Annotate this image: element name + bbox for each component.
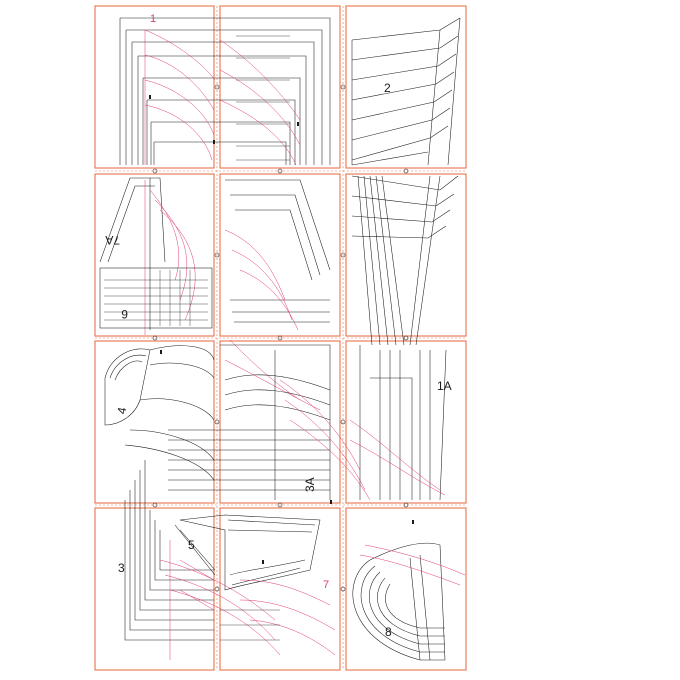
notch-marks xyxy=(149,95,414,564)
pattern-piece-6: 6 xyxy=(99,267,213,329)
piece-label-7a: 7A xyxy=(105,233,120,247)
tile-r4c3 xyxy=(345,507,467,671)
pattern-piece-7: 7 xyxy=(159,559,336,656)
pattern-piece-1: 1 xyxy=(119,13,331,166)
piece-label-3a: 3A xyxy=(303,477,317,492)
piece-label-1a: 1A xyxy=(437,379,452,393)
pattern-piece-7a: 7A xyxy=(99,177,196,335)
piece-label-4: 4 xyxy=(114,406,129,415)
pattern-piece-center xyxy=(224,179,331,411)
piece-label-8: 8 xyxy=(385,625,392,639)
tile-r1c3 xyxy=(345,5,467,169)
tile-r1c1 xyxy=(94,5,215,169)
pattern-piece-3: 3 xyxy=(118,460,215,660)
tile-r3c2 xyxy=(219,340,341,504)
tile-r4c1 xyxy=(94,507,215,671)
tile-r3c3 xyxy=(345,340,467,504)
piece-label-3: 3 xyxy=(118,561,125,575)
piece-label-2: 2 xyxy=(384,81,391,95)
piece-label-6: 6 xyxy=(121,307,128,321)
pattern-piece-8: 8 xyxy=(352,542,466,661)
piece-label-5: 5 xyxy=(188,538,195,552)
pattern-piece-4: 4 xyxy=(104,345,215,481)
pattern-piece-5: 5 xyxy=(174,514,321,591)
pattern-piece-2-lower xyxy=(351,175,459,346)
tile-r2c2 xyxy=(219,173,341,337)
pattern-piece-2: 2 xyxy=(351,17,461,166)
tile-r4c2 xyxy=(219,507,341,671)
piece-label-1: 1 xyxy=(150,13,156,25)
registration-marks xyxy=(152,84,409,592)
pattern-piece-1a: 1A xyxy=(349,345,452,501)
pattern-piece-3a: 3A xyxy=(168,344,371,501)
tile-r2c1 xyxy=(94,173,215,337)
tile-r3c1 xyxy=(94,340,215,504)
piece-label-7: 7 xyxy=(323,579,329,591)
tile-r1c2 xyxy=(219,5,341,169)
tile-overlap-guides xyxy=(95,6,466,670)
